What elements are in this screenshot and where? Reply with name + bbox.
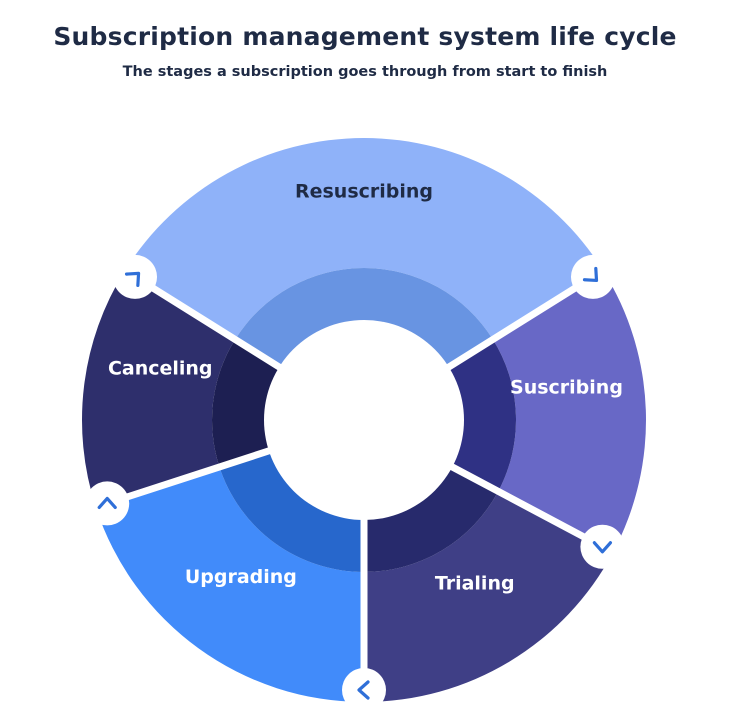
stage-label-trialing: Trialing bbox=[435, 573, 515, 595]
stage-label-canceling: Canceling bbox=[108, 358, 213, 380]
segment-upgrading-outer bbox=[95, 466, 364, 702]
chevron-down-icon bbox=[580, 524, 625, 569]
connector-chevron bbox=[357, 680, 370, 700]
center-hole bbox=[264, 320, 464, 520]
connector-chevron bbox=[582, 266, 599, 283]
stage-label-suscribing: Suscribing bbox=[510, 376, 623, 398]
segment-resuscribing-outer bbox=[124, 138, 604, 340]
connector-resuscribing-to-suscribing bbox=[570, 254, 615, 299]
connector-suscribing-to-trialing bbox=[580, 524, 625, 569]
page-subtitle: The stages a subscription goes through f… bbox=[122, 64, 608, 80]
connector-canceling-to-resuscribing bbox=[113, 254, 158, 299]
chevron-up-right-icon bbox=[113, 254, 158, 299]
chevron-down-right-icon bbox=[570, 254, 615, 299]
segment-canceling-outer bbox=[82, 270, 236, 508]
connector-chevron bbox=[124, 271, 141, 288]
segment-suscribing-outer bbox=[492, 270, 646, 553]
chevron-left-icon bbox=[342, 668, 386, 703]
connector-chevron bbox=[97, 496, 117, 510]
page-title: Subscription management system life cycl… bbox=[53, 22, 677, 51]
connector-upgrading-to-canceling bbox=[85, 481, 130, 526]
segment-trialing-outer bbox=[364, 491, 613, 702]
connector-chevron bbox=[592, 541, 612, 554]
chevron-up-icon bbox=[85, 481, 130, 526]
stage-label-resuscribing: Resuscribing bbox=[295, 181, 433, 203]
stage-label-upgrading: Upgrading bbox=[185, 566, 297, 588]
